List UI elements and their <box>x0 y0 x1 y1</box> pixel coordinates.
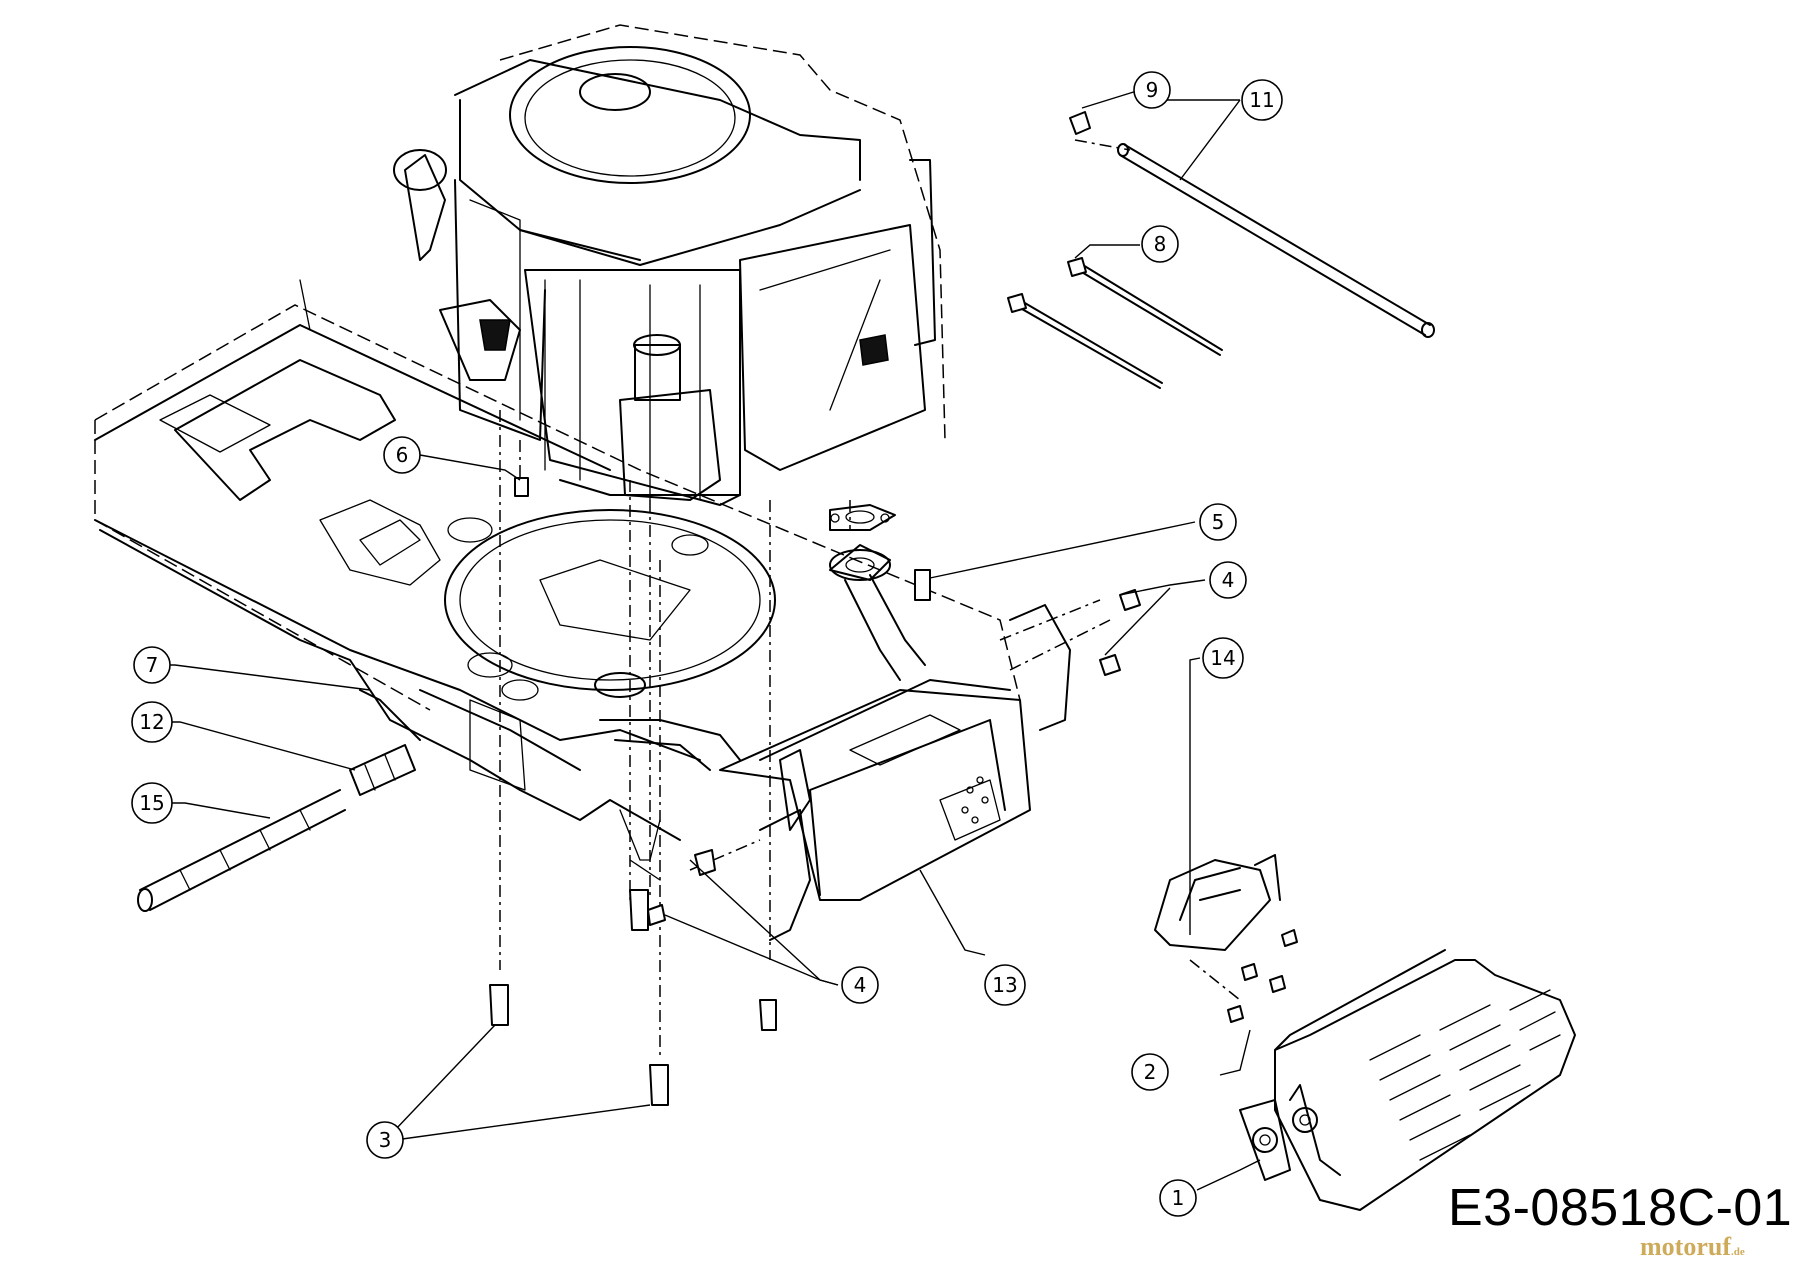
callout-15: 15 <box>131 782 173 824</box>
callout-12: 12 <box>131 701 173 743</box>
svg-text:6: 6 <box>396 443 409 467</box>
heat-shield-bracket <box>1154 854 1281 951</box>
fasteners <box>489 477 1298 1106</box>
svg-text:12: 12 <box>139 710 164 734</box>
callout-4-lower: 4 <box>841 966 879 1004</box>
callout-3: 3 <box>366 1121 404 1159</box>
svg-text:5: 5 <box>1212 510 1225 534</box>
callout-8: 8 <box>1141 225 1179 263</box>
svg-text:4: 4 <box>1222 568 1235 592</box>
callout-11: 11 <box>1241 79 1283 121</box>
svg-text:14: 14 <box>1210 646 1235 670</box>
watermark-text: motoruf <box>1640 1232 1731 1261</box>
callout-7: 7 <box>133 646 171 684</box>
callout-leader-lines <box>160 89 1261 1191</box>
exhaust-gasket <box>829 504 896 531</box>
svg-text:15: 15 <box>139 791 164 815</box>
engine <box>393 24 946 506</box>
callout-14: 14 <box>1202 637 1244 679</box>
callout-2: 2 <box>1131 1053 1169 1091</box>
callout-9: 9 <box>1133 71 1171 109</box>
fuel-line-parts <box>137 689 421 912</box>
svg-text:9: 9 <box>1146 78 1159 102</box>
callout-13: 13 <box>984 964 1026 1006</box>
svg-text:8: 8 <box>1154 232 1167 256</box>
guard-vent-slots <box>1369 989 1561 1161</box>
callout-1: 1 <box>1159 1179 1197 1217</box>
chassis-frame <box>94 279 1021 881</box>
muffler-guard <box>1239 949 1576 1211</box>
svg-text:2: 2 <box>1144 1060 1157 1084</box>
callout-4-upper: 4 <box>1209 561 1247 599</box>
svg-text:11: 11 <box>1249 88 1274 112</box>
svg-text:7: 7 <box>146 653 159 677</box>
svg-text:3: 3 <box>379 1128 392 1152</box>
svg-text:4: 4 <box>854 973 867 997</box>
assembly-lines <box>499 139 1241 1060</box>
watermark-suffix: .de <box>1730 1246 1745 1258</box>
callout-6: 6 <box>383 436 421 474</box>
svg-text:1: 1 <box>1172 1186 1185 1210</box>
clamp-and-sleeve <box>1069 111 1435 338</box>
cable-ties <box>1007 257 1223 389</box>
diagram-code: E3-08518C-01 <box>1448 1179 1793 1237</box>
callout-5: 5 <box>1199 503 1237 541</box>
svg-text:13: 13 <box>992 973 1017 997</box>
muffler-assembly <box>594 544 1071 941</box>
muffler-perforations <box>961 776 989 824</box>
watermark-logo: motoruf.de <box>1640 1232 1745 1262</box>
